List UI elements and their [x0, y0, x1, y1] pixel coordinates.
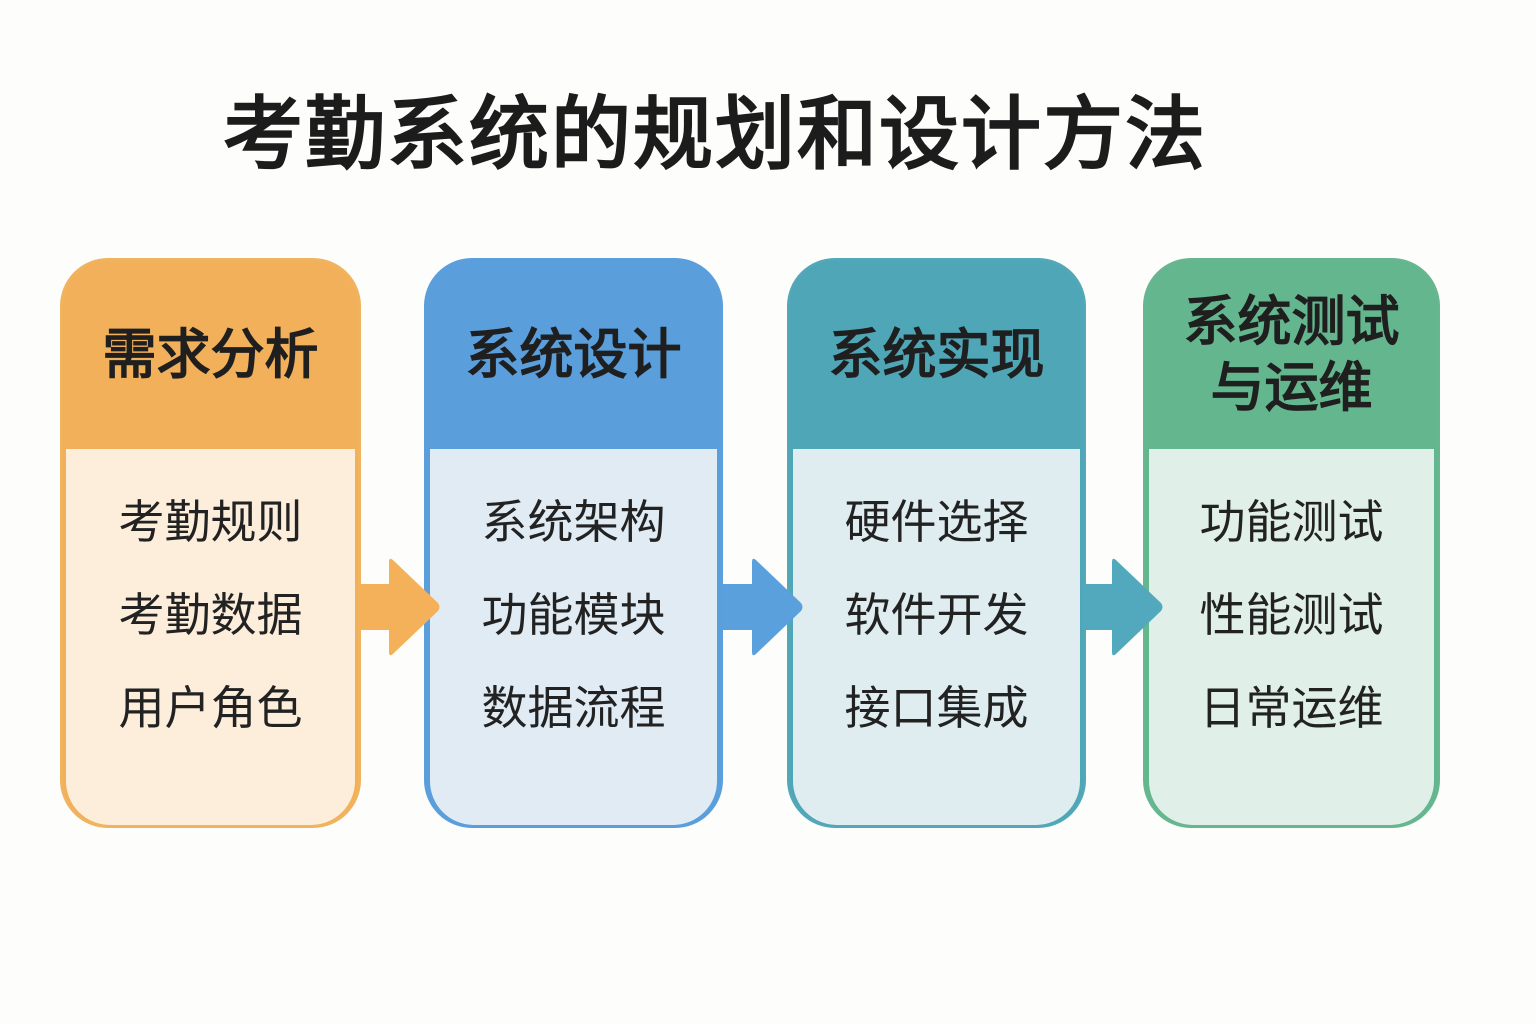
stage-item: 性能测试	[1199, 588, 1384, 642]
stage-item: 考勤规则	[118, 495, 303, 549]
stage-title: 系统实现	[790, 261, 1083, 449]
diagram-title: 考勤系统的规划和设计方法	[223, 88, 1207, 181]
stage-title: 系统设计	[427, 261, 720, 449]
stage-item: 用户角色	[118, 681, 303, 735]
stage-title: 系统测试与运维	[1146, 261, 1437, 449]
stage-items: 系统架构功能模块数据流程	[430, 449, 717, 825]
stage-item: 数据流程	[481, 681, 666, 735]
arrow-shape	[722, 558, 803, 656]
stage-item: 功能模块	[481, 588, 666, 642]
stage-title-line: 与运维	[1210, 356, 1373, 419]
stage-items: 考勤规则考勤数据用户角色	[66, 449, 355, 825]
stage-title: 需求分析	[63, 261, 358, 449]
stage-item: 硬件选择	[844, 495, 1029, 549]
stage-item: 接口集成	[844, 681, 1029, 735]
stage-title-line: 系统测试	[1183, 290, 1400, 353]
stage-card: 需求分析考勤规则考勤数据用户角色	[60, 258, 361, 828]
arrow-right-icon	[359, 558, 440, 656]
stage-item: 系统架构	[481, 495, 666, 549]
stage-item: 日常运维	[1199, 681, 1384, 735]
arrow-right-icon	[1082, 558, 1163, 656]
arrow-right-icon	[722, 558, 803, 656]
stage-card: 系统测试与运维功能测试性能测试日常运维	[1143, 258, 1440, 828]
stage-items: 功能测试性能测试日常运维	[1149, 449, 1434, 825]
stage-card: 系统设计系统架构功能模块数据流程	[424, 258, 723, 828]
stage-item: 功能测试	[1199, 495, 1384, 549]
stage-title-line: 系统设计	[465, 323, 682, 386]
stage-item: 考勤数据	[118, 588, 303, 642]
stage-card: 系统实现硬件选择软件开发接口集成	[787, 258, 1086, 828]
stage-title-line: 需求分析	[102, 323, 319, 386]
stage-items: 硬件选择软件开发接口集成	[793, 449, 1080, 825]
stage-title-line: 系统实现	[828, 323, 1045, 386]
arrow-shape	[359, 558, 440, 656]
arrow-shape	[1082, 558, 1163, 656]
stage-item: 软件开发	[844, 588, 1029, 642]
